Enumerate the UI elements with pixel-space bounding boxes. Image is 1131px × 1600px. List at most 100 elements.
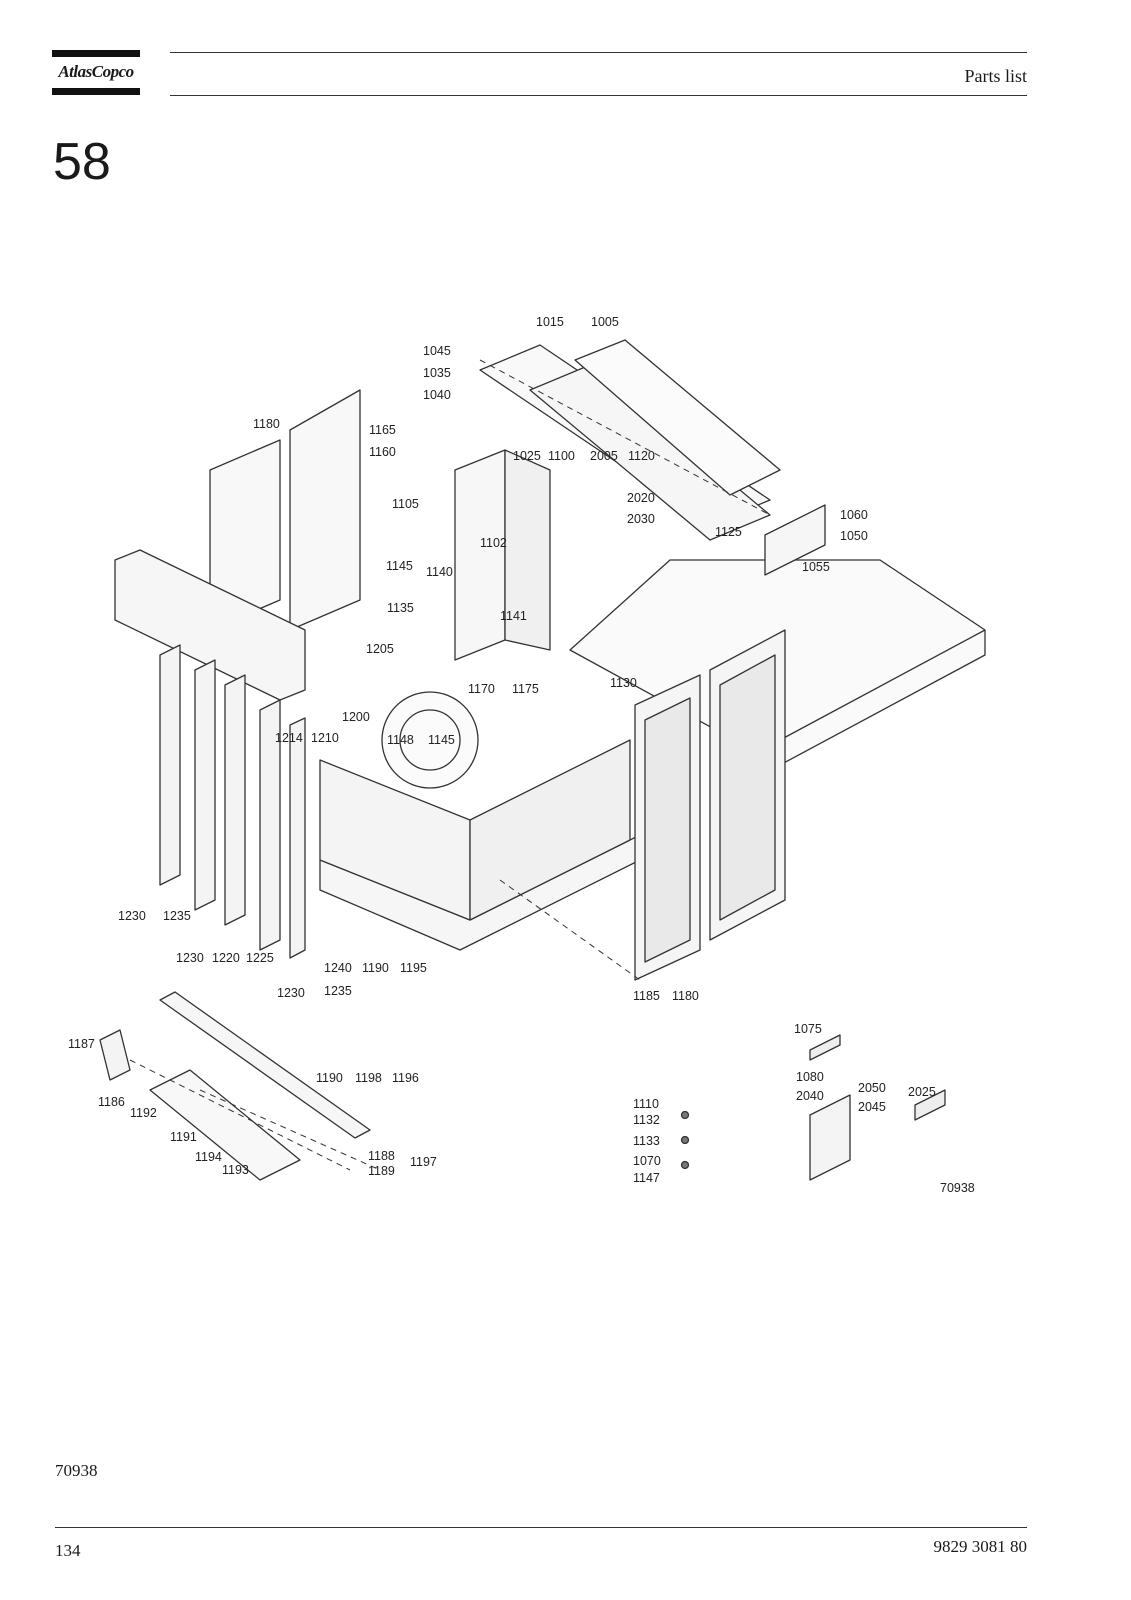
fan-impeller bbox=[399, 709, 461, 771]
front-strip-2 bbox=[194, 659, 216, 911]
fan-housing bbox=[381, 691, 479, 789]
callout-label: 1102 bbox=[480, 536, 507, 550]
callout-label: 70938 bbox=[940, 1181, 975, 1195]
callout-label: 1125 bbox=[715, 525, 742, 539]
left-door-1 bbox=[209, 439, 281, 631]
cover-plate bbox=[809, 1094, 851, 1181]
assembly-lines bbox=[129, 359, 771, 1171]
callout-label: 1120 bbox=[628, 449, 655, 463]
callout-label: 1235 bbox=[324, 984, 352, 998]
callout-label: 1240 bbox=[324, 961, 352, 975]
callout-label: 1191 bbox=[170, 1130, 197, 1144]
callout-label: 1195 bbox=[400, 961, 427, 975]
callout-label: 1160 bbox=[369, 445, 396, 459]
base-plate-edge bbox=[779, 629, 986, 741]
bracket-2025 bbox=[914, 1089, 946, 1121]
callout-label: 2045 bbox=[858, 1100, 886, 1114]
left-door-2 bbox=[289, 389, 361, 631]
document-number: 9829 3081 80 bbox=[933, 1537, 1028, 1556]
callout-label: 1205 bbox=[366, 642, 394, 656]
front-top-panel bbox=[114, 549, 306, 701]
callout-label: 1225 bbox=[246, 951, 274, 965]
callout-label: 1185 bbox=[633, 989, 660, 1003]
gland-plate bbox=[99, 1029, 131, 1081]
callout-label: 2025 bbox=[908, 1085, 936, 1099]
callout-label: 1198 bbox=[355, 1071, 382, 1085]
header-rule-bottom bbox=[170, 95, 1027, 96]
callout-label: 1170 bbox=[468, 682, 495, 696]
callout-label: 1145 bbox=[386, 559, 413, 573]
rear-tall-side bbox=[504, 449, 551, 651]
callout-label: 1055 bbox=[802, 560, 830, 574]
callout-label: 1110 bbox=[633, 1097, 659, 1111]
callout-label: 1145 bbox=[428, 733, 455, 747]
screw-1110 bbox=[680, 1110, 690, 1120]
callout-label: 1175 bbox=[512, 682, 539, 696]
logo-bar-bottom bbox=[52, 88, 140, 95]
nut-1133 bbox=[680, 1135, 690, 1145]
cable-panel-long bbox=[159, 991, 371, 1139]
callout-label: 2040 bbox=[796, 1089, 824, 1103]
right-bracket bbox=[764, 504, 826, 576]
callout-label: 1220 bbox=[212, 951, 240, 965]
callout-label: 2005 bbox=[590, 449, 618, 463]
callout-label: 1100 bbox=[548, 449, 575, 463]
callout-label: 1060 bbox=[840, 508, 868, 522]
drawing-reference: 70938 bbox=[55, 1461, 98, 1480]
logo-bar-top bbox=[52, 50, 140, 57]
cable-panel-lower bbox=[149, 1069, 301, 1181]
callout-label: 1193 bbox=[222, 1163, 249, 1177]
callout-label: 1040 bbox=[423, 388, 451, 402]
front-strip-1 bbox=[159, 644, 181, 886]
callout-label: 1188 bbox=[368, 1149, 395, 1163]
callout-label: 2030 bbox=[627, 512, 655, 526]
callout-label: 1025 bbox=[513, 449, 541, 463]
callout-label: 1148 bbox=[387, 733, 414, 747]
callout-label: 1214 bbox=[275, 731, 303, 745]
callout-label: 1230 bbox=[176, 951, 204, 965]
callout-label: 1075 bbox=[794, 1022, 822, 1036]
callout-label: 1190 bbox=[362, 961, 389, 975]
footer-rule bbox=[55, 1527, 1027, 1528]
right-door-1-window bbox=[644, 697, 691, 963]
callout-label: 2020 bbox=[627, 491, 655, 505]
callout-label: 1190 bbox=[316, 1071, 343, 1085]
callout-label: 1070 bbox=[633, 1154, 661, 1168]
callout-label: 1194 bbox=[195, 1150, 222, 1164]
logo-wordmark: AtlasCopco bbox=[58, 62, 134, 81]
atlas-copco-logo: AtlasCopco bbox=[52, 50, 140, 95]
callout-label: 1133 bbox=[633, 1134, 660, 1148]
front-strip-4 bbox=[259, 699, 281, 951]
callout-label: 1015 bbox=[536, 315, 564, 329]
header-rule-top bbox=[170, 52, 1027, 53]
page-number: 134 bbox=[55, 1541, 81, 1560]
callout-label: 1230 bbox=[277, 986, 305, 1000]
callout-label: 1141 bbox=[500, 609, 527, 623]
callout-label: 1186 bbox=[98, 1095, 125, 1109]
callout-label: 1147 bbox=[633, 1171, 660, 1185]
callout-label: 1105 bbox=[392, 497, 419, 511]
callout-label: 1189 bbox=[368, 1164, 395, 1178]
right-door-2-window bbox=[719, 654, 776, 921]
screw-1070 bbox=[680, 1160, 690, 1170]
callout-label: 1135 bbox=[387, 601, 414, 615]
section-number: 58 bbox=[53, 133, 111, 191]
front-strip-5 bbox=[289, 717, 306, 959]
callout-label: 1197 bbox=[410, 1155, 437, 1169]
header-title: Parts list bbox=[964, 66, 1027, 86]
callout-label: 1180 bbox=[253, 417, 280, 431]
callout-label: 1132 bbox=[633, 1113, 660, 1127]
callout-label: 1210 bbox=[311, 731, 339, 745]
callout-label: 1165 bbox=[369, 423, 396, 437]
top-rear-panel-3 bbox=[574, 339, 781, 496]
frame-front-right bbox=[469, 739, 631, 921]
callout-label: 1080 bbox=[796, 1070, 824, 1084]
callout-label: 1050 bbox=[840, 529, 868, 543]
callout-label: 1200 bbox=[342, 710, 370, 724]
callout-label: 1180 bbox=[672, 989, 699, 1003]
callout-label: 1035 bbox=[423, 366, 451, 380]
callout-label: 1005 bbox=[591, 315, 619, 329]
